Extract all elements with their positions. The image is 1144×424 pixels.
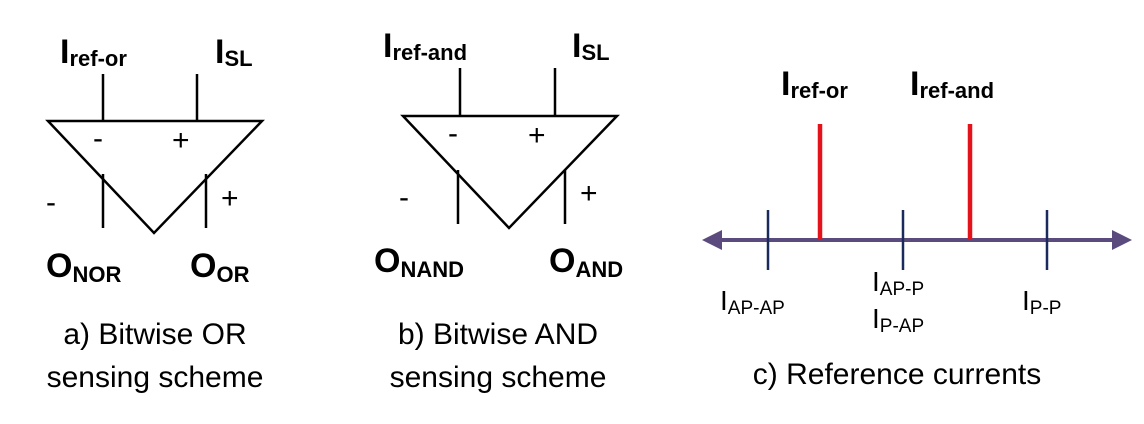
nor-output-label: ONOR: [46, 247, 121, 287]
panel-b-and-sensing: Iref-and ISL - + - + ONAND OAND b) Bitwi…: [374, 27, 623, 394]
ref-and-label: Iref-and: [383, 27, 467, 65]
caption-line-2: sensing scheme: [47, 361, 264, 394]
ap-ap-label: IAP-AP: [720, 285, 785, 319]
caption-line-1: a) Bitwise OR: [63, 318, 246, 351]
sense-amp-triangle-or: [45, 119, 265, 235]
ap-p-label: IAP-P: [872, 266, 924, 300]
sl-label: ISL: [215, 33, 253, 71]
nand-output-label: ONAND: [374, 242, 464, 282]
sense-amp-triangle-and: [400, 114, 620, 230]
inverted-output-sign: -: [399, 181, 409, 214]
panel-c-reference-currents: Iref-or Iref-and IAP-AP IAP-P IP-AP IP-P…: [702, 65, 1132, 391]
ref-or-label: Iref-or: [60, 33, 127, 71]
output-sign: +: [221, 182, 239, 215]
noninverting-input-sign: +: [528, 119, 546, 152]
output-sign: +: [580, 177, 598, 210]
inverting-input-sign: -: [93, 122, 103, 155]
p-ap-label: IP-AP: [872, 303, 924, 337]
panel-a-or-sensing: Iref-or ISL - + - + ONOR OOR a) Bitwise …: [45, 33, 265, 394]
sl-label: ISL: [572, 27, 610, 65]
caption-line-1: b) Bitwise AND: [398, 318, 598, 351]
caption: c) Reference currents: [753, 358, 1041, 391]
inverting-input-sign: -: [448, 117, 458, 150]
ref-and-label: Iref-and: [910, 65, 994, 103]
p-p-label: IP-P: [1022, 285, 1061, 319]
axis-right-arrowhead: [1112, 230, 1132, 250]
inverted-output-sign: -: [46, 186, 56, 219]
noninverting-input-sign: +: [172, 124, 190, 157]
ref-or-label: Iref-or: [781, 65, 848, 103]
or-output-label: OOR: [190, 247, 250, 287]
and-output-label: OAND: [549, 242, 623, 282]
caption-line-2: sensing scheme: [390, 361, 607, 394]
axis-left-arrowhead: [702, 230, 722, 250]
